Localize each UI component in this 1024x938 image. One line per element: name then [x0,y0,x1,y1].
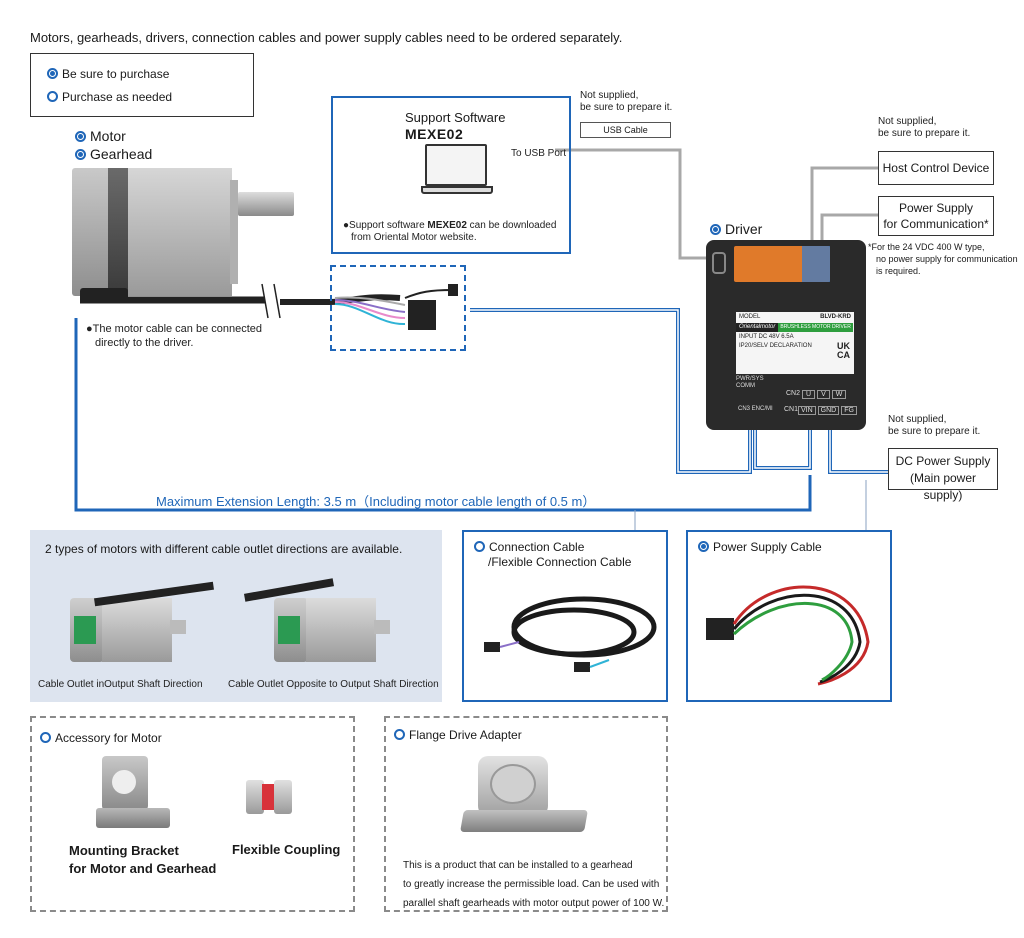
accessory-title: Accessory for Motor [40,731,162,746]
flange-adapter-box: Flange Drive Adapter This is a product t… [384,716,668,912]
software-note: ●Support software MEXE02 can be download… [343,220,557,243]
usb-port-label: To USB Port [511,148,567,159]
accessory-box: Accessory for Motor Mounting Bracket for… [30,716,355,912]
cn1-label: CN1 [784,406,799,413]
motor-labels: Motor Gearhead [75,127,152,163]
filled-circle-icon [75,131,86,142]
host-not-supplied: Not supplied, be sure to prepare it. [878,116,971,139]
outlet-title: 2 types of motors with different cable o… [45,542,403,556]
motor-terminals: U V W [802,390,847,399]
motor-label: Motor [75,127,152,145]
power-terminals: VIN GND FG [798,406,857,415]
psu-comm-box: Power Supply for Communication* [878,196,994,236]
support-software-box: Support Software MEXE02 To USB Port ●Sup… [331,96,571,254]
driver-label: Driver [710,221,762,237]
cable-connector-box [330,265,466,351]
cn3-label: CN3 ENC/MI [738,406,773,412]
psu-comm-note: *For the 24 VDC 400 W type, no power sup… [868,242,1018,276]
usb-cable-label: USB Cable [580,122,671,138]
filled-circle-icon [710,224,721,235]
flexible-coupling-label: Flexible Coupling [232,842,341,857]
psu-cable-title: Power Supply Cable [698,540,822,555]
intro-text: Motors, gearheads, drivers, connection c… [30,30,623,45]
usb-not-supplied: Not supplied, be sure to prepare it. [580,90,673,113]
filled-circle-icon [47,68,58,79]
motor-outlet-opposite-image [243,578,394,670]
empty-circle-icon [47,91,58,102]
filled-circle-icon [698,541,709,552]
software-name: MEXE02 [405,126,464,142]
outlet-caption-1: Cable Outlet inOutput Shaft Direction [38,679,203,690]
motor-cable-note: ●The motor cable can be connected direct… [86,323,263,349]
flange-adapter-image [460,750,588,842]
dc-power-supply-box: DC Power Supply (Main power supply) [888,448,998,502]
cn2-label: CN2 [786,390,801,397]
power-supply-cable-image [706,585,870,686]
connection-cable-image [484,596,657,672]
mounting-bracket-label: Mounting Bracket for Motor and Gearhead [69,843,217,876]
power-supply-cable-box: Power Supply Cable [686,530,892,702]
mounting-bracket-image [96,756,170,836]
extension-length-label: Maximum Extension Length: 3.5 m（Includin… [156,494,596,509]
flexible-coupling-image [246,780,292,814]
pwr-comm-label: PWR/SYS COMM [736,376,764,389]
motor-gearhead-image [72,168,302,302]
legend-box: Be sure to purchase Purchase as needed [30,53,254,117]
filled-circle-icon [75,149,86,160]
empty-circle-icon [40,732,51,743]
motor-outlet-shaft-image [70,580,214,670]
conn-cable-title: Connection Cable /Flexible Connection Ca… [474,540,631,570]
laptop-icon [421,144,493,196]
connection-cable-box: Connection Cable /Flexible Connection Ca… [462,530,668,702]
outlet-caption-2: Cable Outlet Opposite to Output Shaft Di… [228,679,439,690]
usb-port-icon [712,252,726,274]
legend-optional: Purchase as needed [47,90,172,105]
flange-title: Flange Drive Adapter [394,728,522,743]
host-control-device-box: Host Control Device [878,151,994,185]
empty-circle-icon [394,729,405,740]
software-title: Support Software [405,110,506,125]
cable-outlet-panel: 2 types of motors with different cable o… [30,530,442,702]
empty-circle-icon [474,541,485,552]
flange-description: This is a product that can be installed … [403,860,665,909]
legend-must: Be sure to purchase [47,67,169,82]
dc-not-supplied: Not supplied, be sure to prepare it. [888,414,981,437]
gearhead-label: Gearhead [75,145,152,163]
